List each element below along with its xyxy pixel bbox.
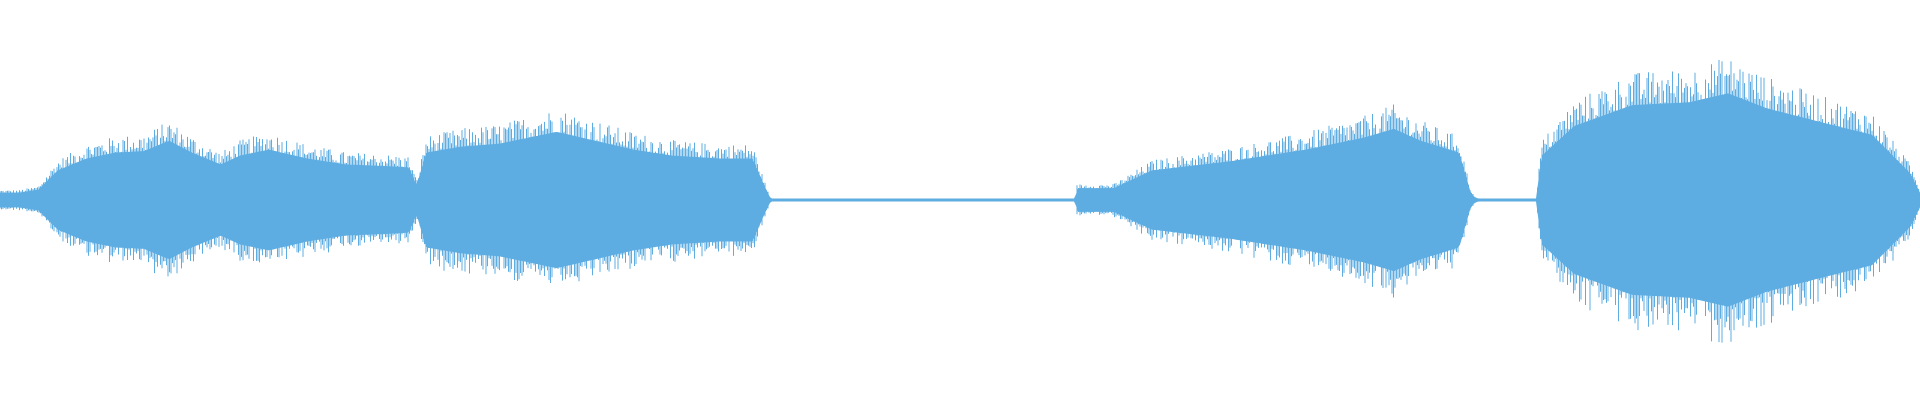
waveform-samples — [0, 60, 1920, 343]
